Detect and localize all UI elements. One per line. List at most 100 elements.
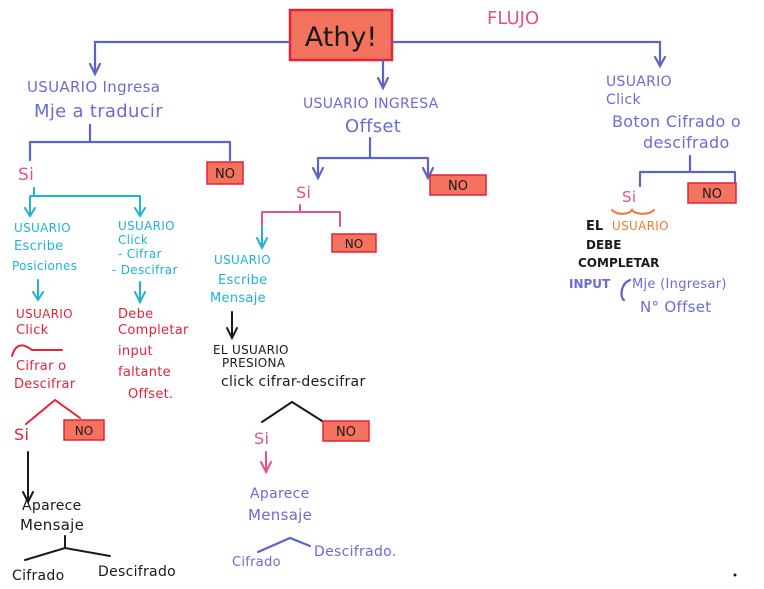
branch2-sub-no-box: NO <box>331 233 377 253</box>
branch1-left-arrow2 <box>22 451 34 505</box>
branch2-si: Si <box>296 183 311 202</box>
branch1-left-node: USUARIO Escribe Posiciones <box>12 221 77 273</box>
branch1-right-line4: - Descifrar <box>112 263 178 277</box>
branch1-split <box>28 123 232 162</box>
branch1-left-next-line1: USUARIO <box>16 307 73 321</box>
branch2-sub-no: NO <box>345 237 363 251</box>
branch3-question-line3: Boton Cifrado o <box>612 112 741 131</box>
branch3-no-box: NO <box>687 182 737 204</box>
title-node: Athy! <box>288 8 394 62</box>
branch2-press-arrow <box>226 311 238 341</box>
branch1-left-si: Si <box>14 425 29 444</box>
branch2-press-line1: EL USUARIO <box>213 343 289 357</box>
branch2-press-line3: click cifrar-descifrar <box>221 374 366 390</box>
branch1-si-split <box>29 187 141 215</box>
branch2-si-split <box>261 204 341 227</box>
branch1-question-line2: Mje a traducir <box>34 101 163 122</box>
branch2-no2-box: NO <box>322 420 370 442</box>
branch1-left-next-line2: Click <box>16 323 49 338</box>
branch2-result-arrow <box>260 451 272 475</box>
branch1-right-next-line3: input <box>118 344 153 359</box>
branch2-press-split <box>261 400 331 427</box>
branch2-out-b: Descifrado. <box>314 544 397 560</box>
branch3-split <box>638 154 737 188</box>
branch2-press-node: EL USUARIO PRESIONA click cifrar-descifr… <box>213 343 366 390</box>
branch1-left-line1: USUARIO <box>14 221 71 235</box>
branch2-write-line2: Escribe <box>218 273 267 288</box>
branch2-split <box>311 136 435 181</box>
branch2-write-line3: Mensaje <box>210 291 266 306</box>
branch3-input-label: INPUT <box>569 277 611 291</box>
branch3-brace <box>611 207 655 215</box>
branch1-left-next: USUARIO Click Cifrar o Descifrar <box>14 307 76 392</box>
branch1-out-a: Cifrado <box>12 568 64 584</box>
branch1-right-line2: Click <box>118 233 148 247</box>
branch1-left-no-box: NO <box>63 419 105 441</box>
branch1-right-next-line2: Completar <box>118 323 189 338</box>
branch1-output-split <box>24 535 111 561</box>
branch1-left-result-line2: Mensaje <box>20 516 84 534</box>
flow-label: FLUJO <box>487 8 539 29</box>
branch2-question: USUARIO INGRESA Offset <box>303 96 439 137</box>
branch1-right-line1: USUARIO <box>118 219 175 233</box>
branch1-right-next-line4: faltante <box>118 365 171 380</box>
branch1-left-no: NO <box>75 424 93 438</box>
branch1-left-arrow <box>32 279 44 302</box>
branch2-question-line2: Offset <box>345 116 401 137</box>
branch1-no: NO <box>215 167 235 182</box>
branch2-question-line1: USUARIO INGRESA <box>303 96 439 112</box>
branch2-write-arrow <box>256 225 268 251</box>
branch2-write-node: USUARIO Escribe Mensaje <box>210 253 271 306</box>
branch2-output-split <box>256 536 312 554</box>
branch1-right-next: Debe Completar input faltante Offset. <box>118 307 189 402</box>
branch1-right-next-line1: Debe <box>118 307 153 322</box>
branch2-no2: NO <box>336 425 356 440</box>
top-connectors <box>88 40 667 91</box>
branch3-no: NO <box>702 187 722 202</box>
branch3-si: Si <box>622 188 636 206</box>
branch1-left-result: Aparece Mensaje <box>20 498 84 534</box>
branch1-right-next-line5: Offset. <box>128 387 174 402</box>
branch3-input-item2: N° Offset <box>640 298 711 316</box>
branch1-right-line3: - Cifrar <box>118 247 162 261</box>
branch3-must-completar: COMPLETAR <box>578 256 659 270</box>
branch3-question-line1: USUARIO <box>606 74 672 90</box>
branch1-si-arrows <box>24 207 146 218</box>
branch1-no-box: NO <box>206 161 244 185</box>
branch2-out-a: Cifrado <box>232 555 281 570</box>
branch3-must-debe: DEBE <box>586 238 622 252</box>
branch3-input-item1: Mje (Ingresar) <box>632 277 727 292</box>
branch2-result-line1: Aparece <box>250 486 310 502</box>
branch1-question-line1: USUARIO Ingresa <box>27 78 160 96</box>
branch1-left-split <box>25 398 81 425</box>
branch1-left-line3: Posiciones <box>12 259 77 273</box>
branch2-si2: Si <box>254 429 269 448</box>
branch2-no-box: NO <box>429 174 487 196</box>
branch1-question: USUARIO Ingresa Mje a traducir <box>27 78 163 122</box>
branch1-left-next-line4: Descifrar <box>14 377 76 392</box>
branch2-press-line2: PRESIONA <box>222 356 286 370</box>
branch1-left-line2: Escribe <box>14 239 63 254</box>
branch1-si: Si <box>18 165 34 185</box>
branch1-right-arrow <box>134 281 146 305</box>
branch3-must-el: EL <box>586 219 603 234</box>
title-text: Athy! <box>305 22 378 53</box>
branch3-must-usuario: USUARIO <box>612 219 669 233</box>
branch1-right-node: USUARIO Click - Cifrar - Descifrar <box>112 219 178 277</box>
branch1-left-bracket <box>11 344 63 357</box>
branch1-left-next-line3: Cifrar o <box>16 359 66 374</box>
branch3-input-brace <box>620 278 632 302</box>
branch3-must-node: EL USUARIO DEBE COMPLETAR <box>578 219 669 270</box>
branch2-result-node: Aparece Mensaje <box>248 486 312 524</box>
branch3-question-line4: descifrado <box>643 133 730 152</box>
branch2-result-line2: Mensaje <box>248 506 312 524</box>
branch3-question: USUARIO Click Boton Cifrado o descifrado <box>606 74 741 152</box>
branch3-input-node: INPUT Mje (Ingresar) N° Offset <box>569 277 727 316</box>
branch3-question-line2: Click <box>606 92 641 108</box>
branch2-write-line1: USUARIO <box>214 253 271 267</box>
branch1-left-result-line1: Aparece <box>22 498 82 514</box>
branch1-out-b: Descifrado <box>98 564 176 580</box>
stray-dot <box>733 573 737 577</box>
branch2-no: NO <box>448 179 468 194</box>
